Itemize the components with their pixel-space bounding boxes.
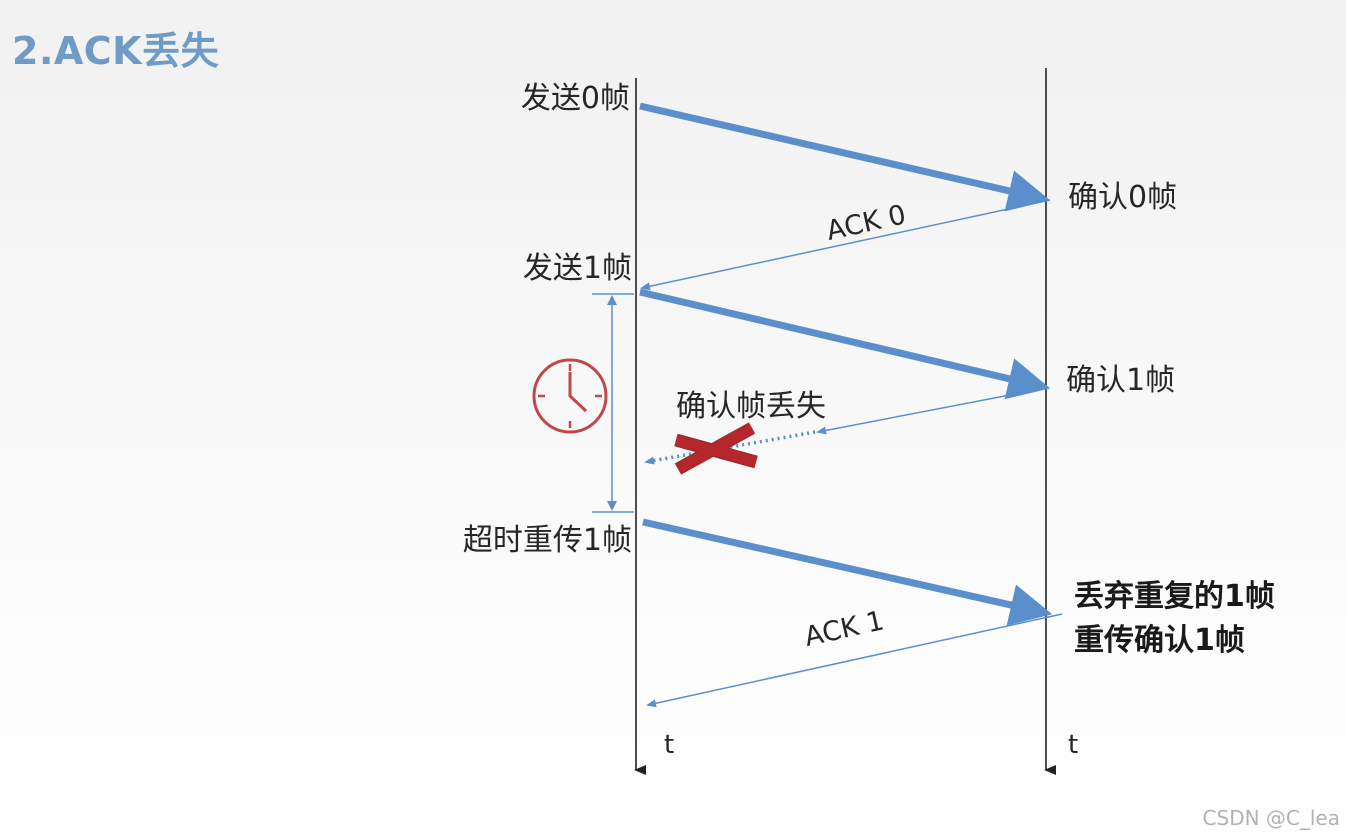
cross-icon: [674, 422, 758, 475]
ack1-resend-arrow: [646, 613, 1063, 708]
ack1-lost-arrow: [816, 387, 1047, 435]
confirm-frame1-label: 确认1帧: [1066, 363, 1176, 398]
retransmit-frame1-arrow: [642, 518, 1053, 626]
frame1-arrow: [639, 288, 1051, 400]
ack0-arrow: [640, 199, 1051, 291]
discard-duplicate-label: 丢弃重复的1帧: [1074, 579, 1275, 614]
page-title: 2.ACK丢失: [12, 29, 220, 73]
watermark: CSDN @C_lea: [1202, 806, 1340, 830]
receiver-time-label: t: [1068, 730, 1079, 760]
clock-icon: [532, 358, 608, 434]
confirm-frame0-label: 确认0帧: [1068, 180, 1178, 215]
send-frame0-label: 发送0帧: [520, 81, 630, 116]
ack-lost-label: 确认帧丢失: [676, 389, 826, 424]
resend-ack-label: 重传确认1帧: [1074, 623, 1245, 658]
retransmit-frame1-label: 超时重传1帧: [462, 523, 632, 558]
sender-time-label: t: [664, 730, 675, 760]
send-frame1-label: 发送1帧: [522, 251, 632, 286]
frame0-arrow: [639, 102, 1051, 212]
